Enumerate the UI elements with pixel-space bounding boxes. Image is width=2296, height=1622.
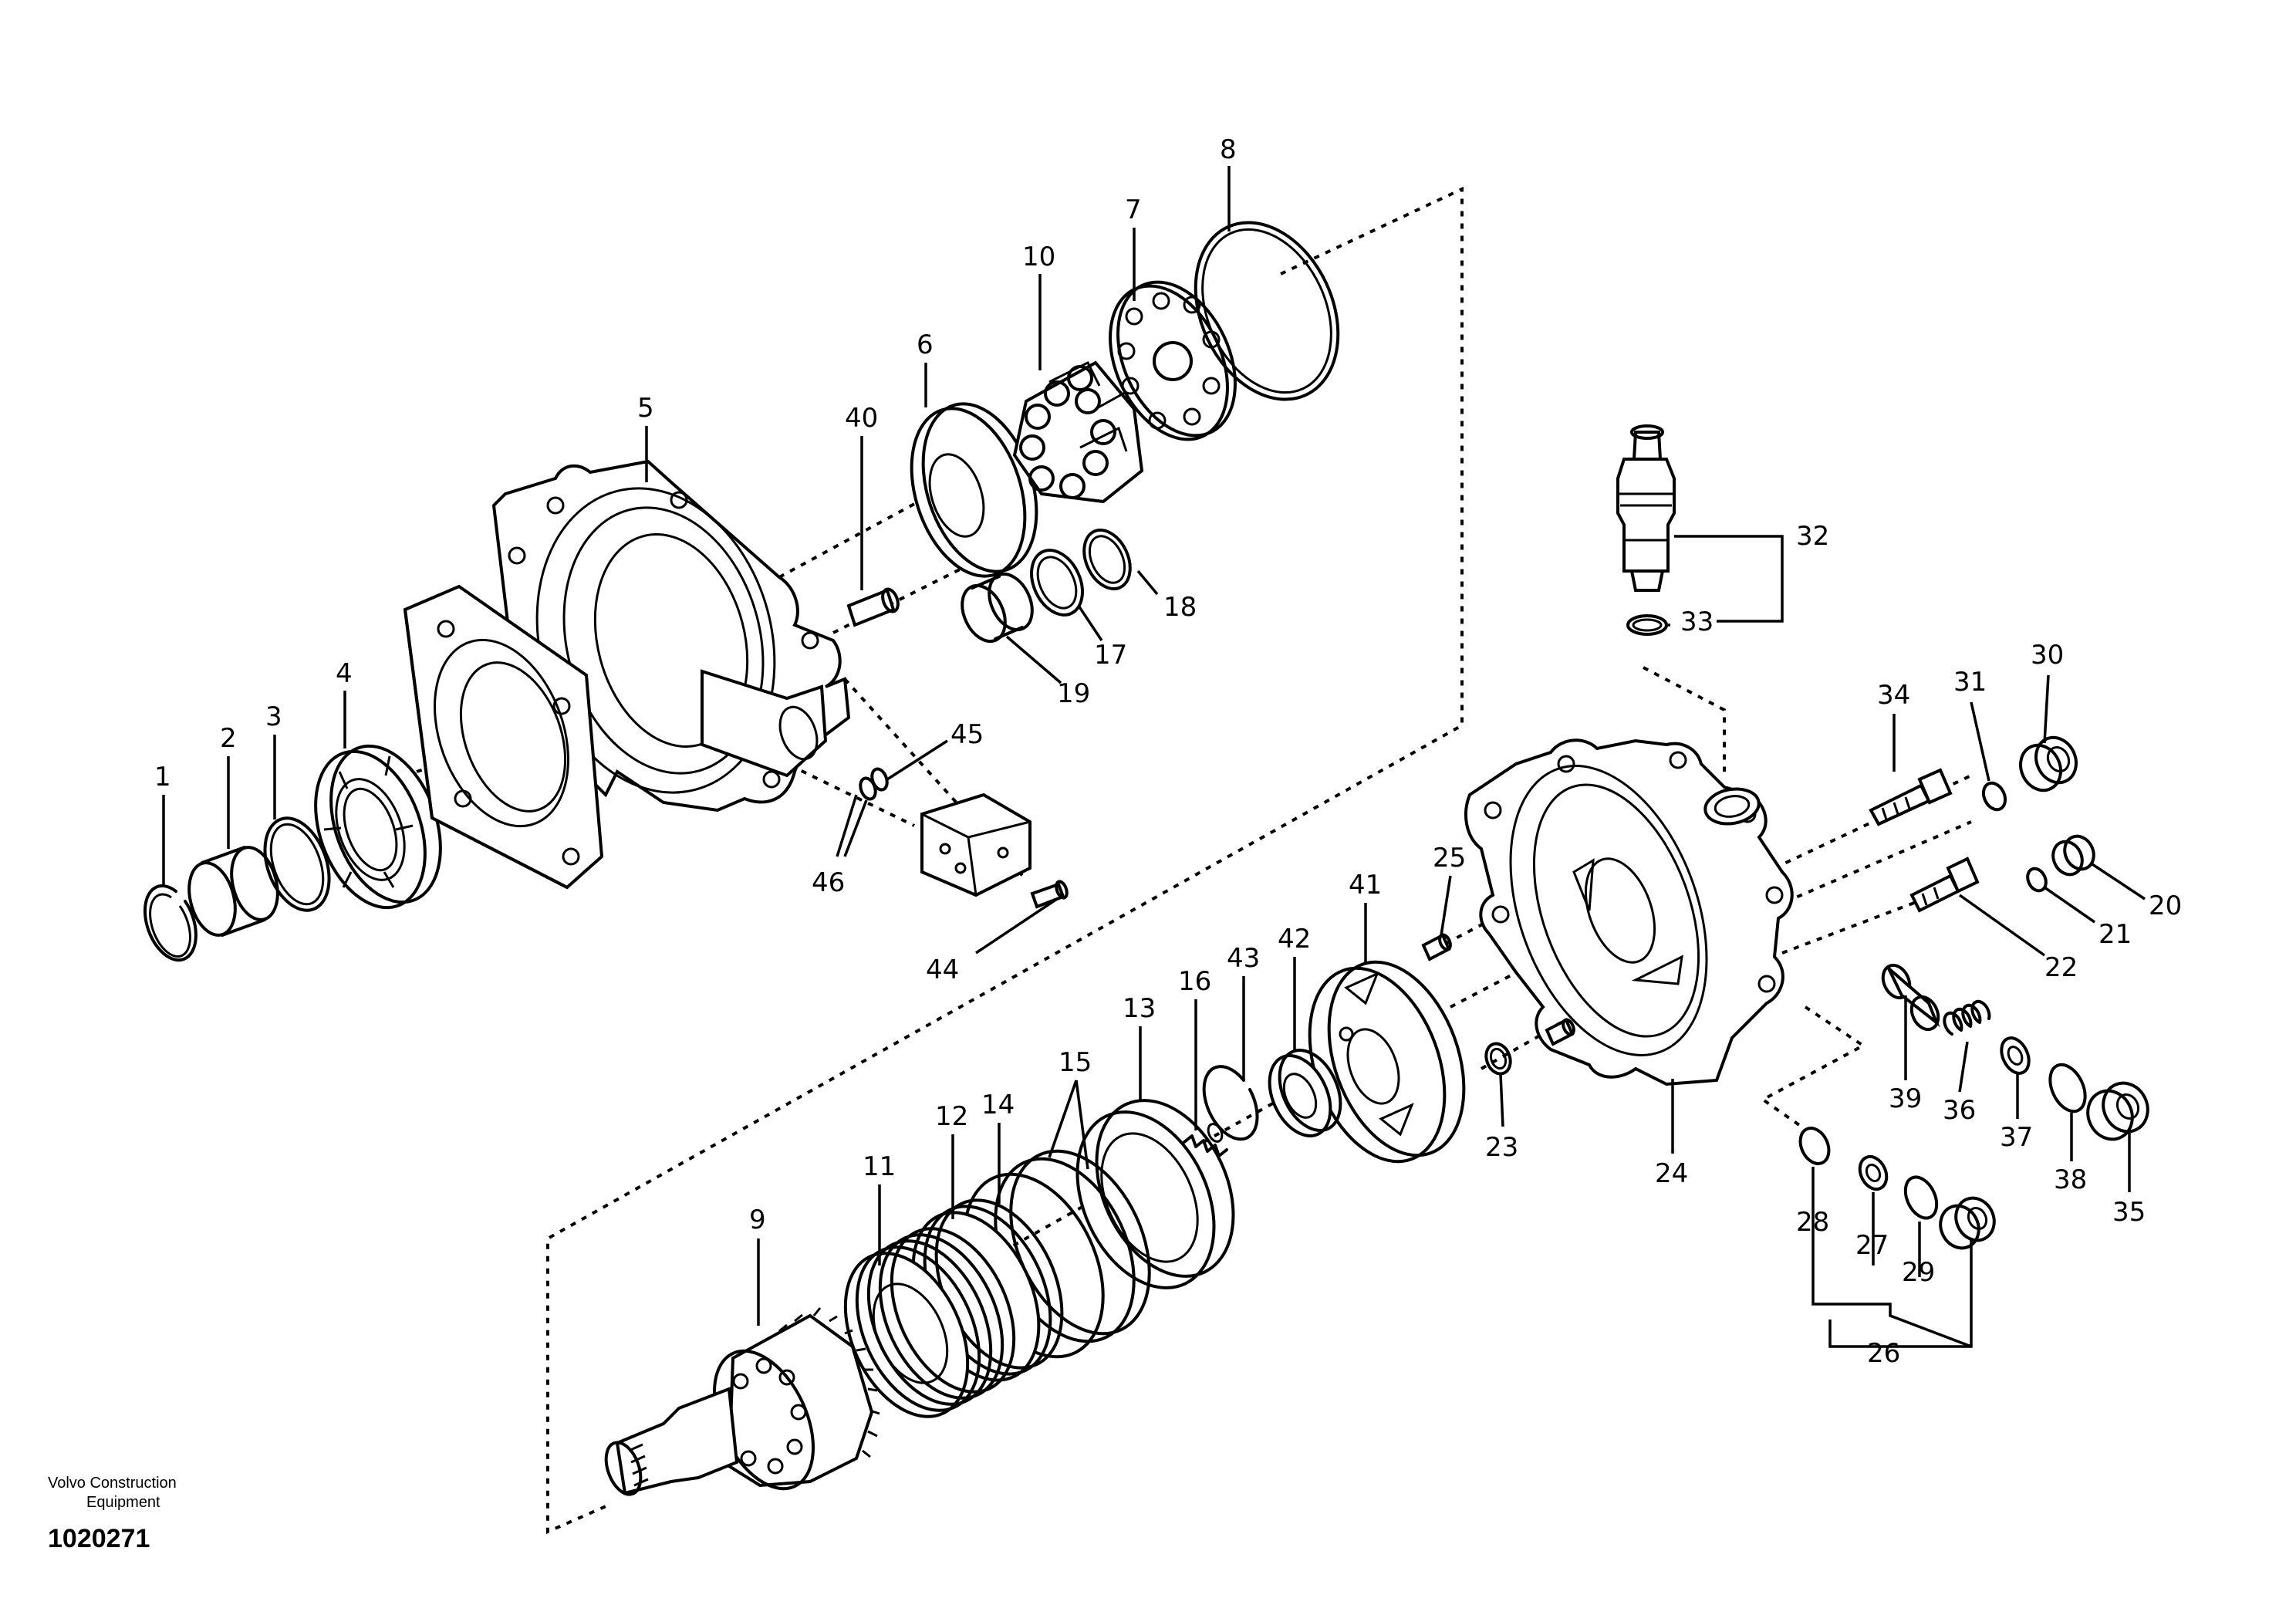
callout-numbers: 1 2 3 4 5 6 7 8 9 10 11 12 13 14 15 16 1… [154,134,2182,1369]
part-13-brake-piston [1075,1099,1235,1289]
callout-39: 39 [1889,1083,1922,1114]
publisher-name-line1: Volvo Construction [48,1475,177,1492]
callout-25: 25 [1433,843,1466,874]
part-40-pin [846,587,900,627]
publisher-name-line2: Equipment [86,1494,160,1511]
part-43-snap-ring [1202,1065,1259,1141]
callout-17: 17 [1094,640,1127,671]
callout-4: 4 [336,658,353,689]
callout-7: 7 [1125,194,1142,225]
callout-16: 16 [1178,966,1211,997]
part-17-ring [1030,549,1084,617]
callout-44: 44 [926,955,959,985]
part-5-motor-housing [403,459,851,890]
document-number: 1020271 [48,1524,150,1553]
callout-2: 2 [220,723,237,754]
callout-38: 38 [2054,1164,2087,1195]
callout-31: 31 [1953,667,1987,698]
callout-12: 12 [935,1101,968,1132]
part-26-plug [1939,1196,1996,1250]
callout-35: 35 [2112,1197,2146,1228]
part-27-washer [1858,1154,1889,1191]
leader-lines [162,166,2146,1348]
part-29-o-ring [1903,1175,1939,1220]
part-39-spool [1881,963,1940,1032]
part-20-plug [2051,834,2095,877]
callout-26: 26 [1867,1338,1900,1369]
callout-8: 8 [1220,134,1237,165]
callout-40: 40 [845,403,878,434]
callout-29: 29 [1902,1257,1935,1288]
callout-33: 33 [1680,607,1714,637]
part-4-bearing [314,744,442,910]
part-37-washer [2000,1036,2031,1075]
callout-45: 45 [950,719,984,750]
part-46-o-ring [859,776,877,801]
part-3-ring [263,816,331,912]
callout-15: 15 [1059,1047,1092,1078]
callout-34: 34 [1877,680,1910,711]
part-41-port-plate [1308,960,1466,1164]
callout-24: 24 [1655,1158,1688,1189]
callout-9: 9 [749,1205,766,1235]
callout-22: 22 [2044,952,2078,983]
callout-32: 32 [1796,521,1829,552]
part-38-o-ring [2048,1063,2087,1113]
part-18-ring [1082,528,1132,591]
callout-10: 10 [1022,242,1055,272]
part-10-piston-set [1012,360,1144,504]
callout-1: 1 [154,762,171,792]
callout-14: 14 [981,1090,1015,1120]
callout-27: 27 [1855,1230,1889,1261]
callout-43: 43 [1227,943,1260,974]
part-28-o-ring [1798,1127,1831,1165]
callout-42: 42 [1278,924,1311,955]
part-2-bushing [187,846,279,937]
callout-20: 20 [2149,890,2182,921]
part-30-plug [2019,735,2078,792]
part-42-bearing [1268,1049,1342,1137]
part-11-friction-discs [843,1227,1016,1418]
part-34-bolt [1869,768,1953,826]
part-31-o-ring [1981,781,2007,812]
part-33-o-ring [1626,614,1668,636]
callout-18: 18 [1163,592,1197,623]
callout-23: 23 [1485,1132,1518,1163]
callout-11: 11 [863,1151,896,1182]
publisher-block: Volvo Construction Equipment 1020271 [48,1475,177,1553]
part-22-bolt [1909,857,1980,913]
part-36-spring [1943,999,1991,1036]
part-1-snap-ring [143,884,198,962]
part-9-shaft-cylinder-block [604,1307,880,1496]
callout-30: 30 [2031,640,2064,671]
part-44-screw [1030,880,1069,909]
part-24-rear-cover [1464,738,1794,1086]
valve-block [920,792,1032,897]
part-19-sleeve [961,572,1034,644]
callout-3: 3 [265,701,282,732]
part-35-plug [2086,1081,2149,1141]
callout-21: 21 [2098,919,2132,950]
callout-13: 13 [1123,993,1156,1024]
callout-5: 5 [637,393,654,424]
part-25-pin [1421,933,1452,961]
callout-6: 6 [917,329,934,360]
callout-19: 19 [1057,678,1090,709]
callout-46: 46 [812,867,845,898]
callout-41: 41 [1349,870,1382,901]
part-7-valve-plate [1109,280,1237,441]
part-23-plug [1484,1042,1512,1076]
part-32-relief-valve [1616,424,1676,592]
part-45-o-ring [870,767,889,792]
part-21-o-ring [2026,867,2048,893]
callout-36: 36 [1943,1095,1976,1126]
callout-37: 37 [2000,1122,2033,1153]
pin-lower [1545,1018,1575,1046]
callout-28: 28 [1796,1207,1829,1238]
